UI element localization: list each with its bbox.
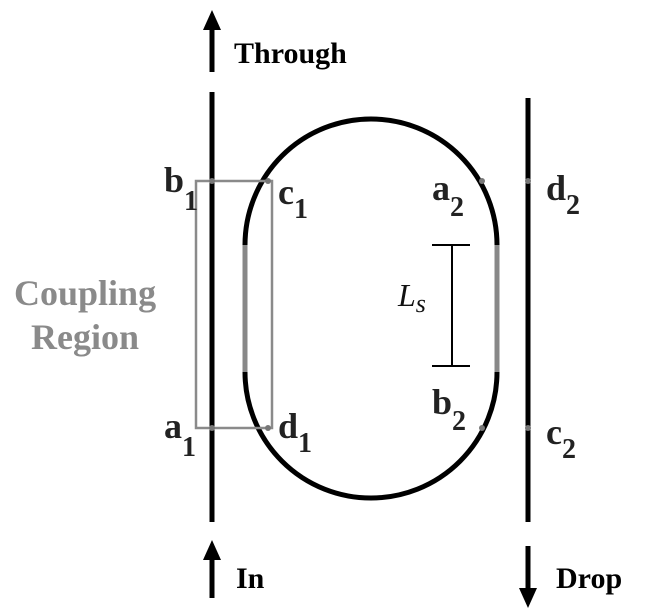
node-label-b2: b2 [432,382,466,437]
node-dot-a1 [209,425,215,431]
coupling-region-label-line2: Region [31,317,139,357]
coupling-region-label-line1: Coupling [14,273,156,313]
node-dot-d2 [525,178,531,184]
node-dot-a2 [479,178,485,184]
node-label-c2: c2 [546,412,576,465]
ls-dimension-marker [432,244,470,367]
node-dot-b1 [209,178,215,184]
node-dot-c2 [525,425,531,431]
through-arrow-icon [203,10,221,72]
drop-arrow-icon [519,546,537,608]
node-label-c1: c1 [278,172,308,225]
ls-label: Ls [397,277,426,318]
node-label-d1: d1 [278,406,312,459]
in-arrow-icon [203,540,221,598]
coupling-region-box [194,179,274,430]
node-label-d2: d2 [546,168,580,221]
drop-port-label: Drop [556,562,622,595]
node-label-a2: a2 [432,168,464,223]
node-dot-c1 [265,178,271,184]
node-label-b1: b1 [164,160,198,217]
node-label-a1: a1 [164,406,196,463]
node-dot-b2 [479,425,485,431]
node-dot-d1 [265,425,271,431]
through-port-label: Through [234,37,347,70]
in-port-label: In [236,562,265,595]
